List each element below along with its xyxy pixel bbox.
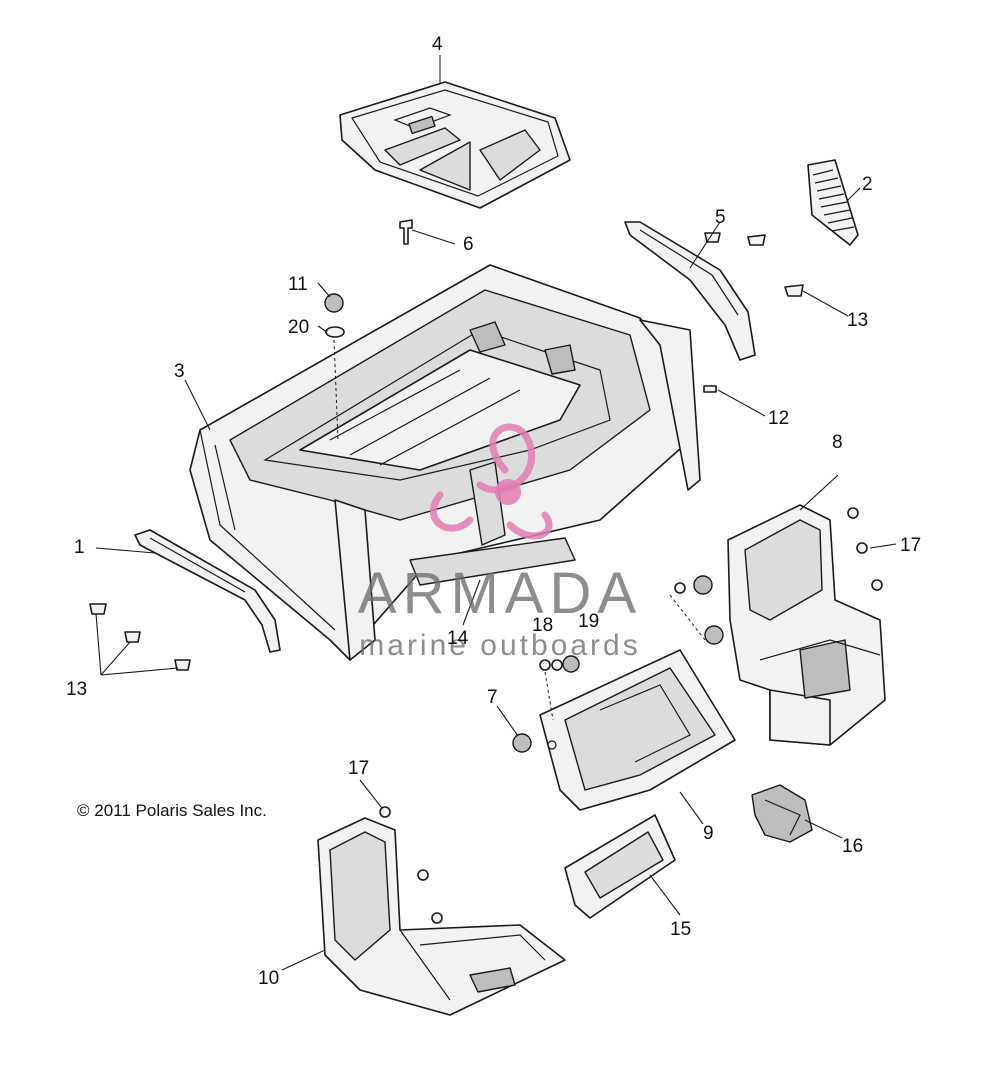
callout-labels: 4 2 5 6 11 13 20 3 12 8 1 17 14 18 19 13…	[66, 34, 921, 989]
callout-3: 3	[174, 361, 185, 382]
part-8-storage-bin	[727, 504, 886, 746]
callout-11: 11	[288, 274, 308, 295]
callout-13-right: 13	[847, 310, 868, 331]
part-15-plate	[564, 814, 676, 919]
watermark-logo	[430, 423, 553, 540]
part-1-trim-strip	[134, 529, 281, 653]
callout-13-left: 13	[66, 679, 87, 700]
callout-15: 15	[670, 919, 691, 940]
callout-20: 20	[288, 317, 309, 338]
fastener-group	[89, 219, 883, 924]
callout-2: 2	[862, 174, 873, 195]
callout-16: 16	[842, 836, 863, 857]
callout-7: 7	[487, 687, 498, 708]
leader-lines	[95, 55, 897, 971]
part-4-cover-panel	[339, 81, 571, 209]
part-16-latch	[751, 784, 813, 843]
callout-4: 4	[432, 34, 443, 55]
part-3-cargo-box	[189, 264, 701, 661]
part-14-floor-strip	[409, 537, 576, 586]
callout-19: 19	[578, 611, 599, 632]
callout-5: 5	[715, 207, 726, 228]
callout-12: 12	[768, 408, 789, 429]
callout-9: 9	[703, 823, 714, 844]
callout-17-lower: 17	[348, 758, 369, 779]
callout-1: 1	[74, 537, 85, 558]
copyright-notice: © 2011 Polaris Sales Inc.	[77, 801, 267, 820]
callout-6: 6	[463, 234, 474, 255]
callout-17-right: 17	[900, 535, 921, 556]
part-9-tray	[539, 649, 736, 811]
callout-14: 14	[447, 628, 469, 649]
part-10-lower-storage	[317, 817, 566, 1016]
part-5-side-trim	[624, 221, 756, 361]
callout-18: 18	[532, 615, 553, 636]
callout-10: 10	[258, 968, 279, 989]
part-2-grille	[807, 159, 859, 246]
watermark-tagline: marine outboards	[359, 629, 640, 662]
callout-8: 8	[832, 432, 843, 453]
watermark-brand: ARMADA	[358, 561, 642, 626]
